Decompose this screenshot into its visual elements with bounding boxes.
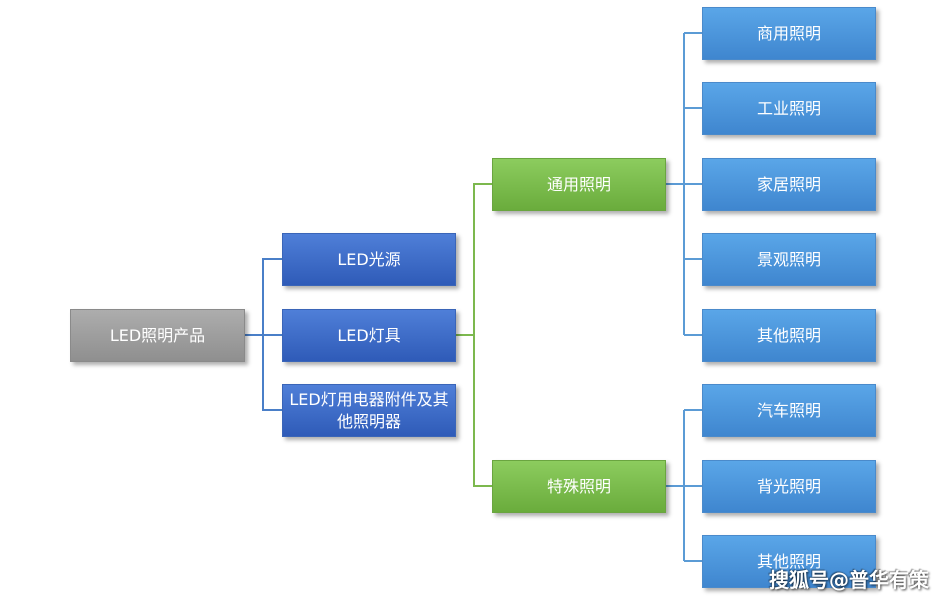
node-label: 特殊照明	[546, 476, 611, 496]
connector-fixture-special	[473, 335, 492, 487]
node-label: 通用照明	[546, 174, 611, 194]
node-landscape-lighting: 景观照明	[702, 233, 876, 286]
connector-root-led-accessories	[262, 335, 282, 411]
node-label: 汽车照明	[756, 400, 821, 420]
node-commercial-lighting: 商用照明	[702, 7, 876, 60]
node-home-lighting: 家居照明	[702, 158, 876, 211]
node-led-light-source: LED光源	[282, 233, 456, 286]
node-backlight-lighting: 背光照明	[702, 460, 876, 513]
node-label: LED灯具	[337, 325, 401, 345]
node-label: 其他照明	[756, 551, 821, 571]
node-label: 家居照明	[756, 174, 821, 194]
watermark-text: 搜狐号@普华有策	[769, 568, 929, 592]
connector-root-led-light-source	[245, 258, 282, 336]
node-label: 景观照明	[756, 249, 821, 269]
node-label: LED光源	[337, 249, 401, 269]
node-label: LED灯用电器附件及其他照明器	[289, 389, 449, 431]
node-automotive-lighting: 汽车照明	[702, 384, 876, 437]
node-label: 工业照明	[756, 98, 821, 118]
node-label: 背光照明	[756, 476, 821, 496]
connector-fixture-general	[456, 183, 492, 336]
node-special-lighting: 特殊照明	[492, 460, 666, 513]
node-label: LED照明产品	[109, 325, 206, 345]
node-general-other-lighting: 其他照明	[702, 309, 876, 362]
node-label: 商用照明	[756, 23, 821, 43]
node-led-accessories: LED灯用电器附件及其他照明器	[282, 384, 456, 437]
node-general-lighting: 通用照明	[492, 158, 666, 211]
node-led-lighting-products: LED照明产品	[70, 309, 245, 362]
node-led-fixture: LED灯具	[282, 309, 456, 362]
node-label: 其他照明	[756, 325, 821, 345]
node-special-other-lighting: 其他照明	[702, 535, 876, 588]
node-industrial-lighting: 工业照明	[702, 82, 876, 135]
